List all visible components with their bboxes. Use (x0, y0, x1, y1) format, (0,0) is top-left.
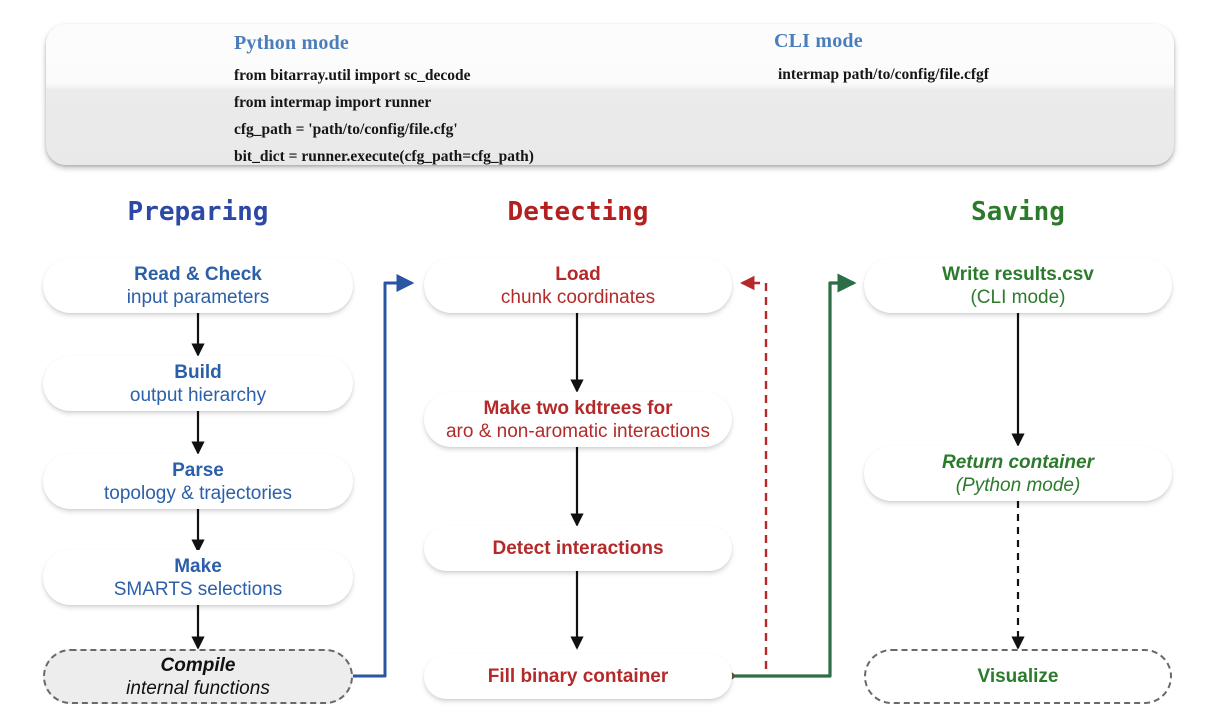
node-title: Detect interactions (492, 538, 664, 559)
node-subtitle: SMARTS selections (113, 578, 283, 600)
node-title: Parse (172, 459, 224, 481)
node-make-smarts[interactable]: Make SMARTS selections (43, 550, 353, 605)
node-load[interactable]: Load chunk coordinates (424, 258, 732, 313)
node-title: Build (174, 361, 222, 383)
python-code-line: bit_dict = runner.execute(cfg_path=cfg_p… (234, 148, 534, 165)
connector-fill-to-write (731, 273, 857, 678)
node-detect-interactions[interactable]: Detect interactions (424, 526, 732, 571)
node-title: Make two kdtrees for (483, 397, 673, 419)
node-subtitle: topology & trajectories (104, 482, 292, 504)
node-read-check[interactable]: Read & Check input parameters (43, 258, 353, 313)
node-make-kdtrees[interactable]: Make two kdtrees for aro & non-aromatic … (424, 392, 732, 447)
node-subtitle: (CLI mode) (970, 286, 1066, 308)
node-return-container[interactable]: Return container (Python mode) (864, 446, 1172, 501)
python-mode-block: Python mode from bitarray.util import sc… (190, 32, 534, 170)
node-title: Read & Check (134, 263, 262, 285)
python-mode-title: Python mode (234, 32, 349, 54)
node-subtitle: chunk coordinates (500, 286, 656, 308)
node-title: Write results.csv (942, 263, 1094, 285)
node-title: Make (174, 555, 222, 577)
stage-header-saving: Saving (971, 197, 1065, 227)
node-title: Fill binary container (487, 666, 669, 687)
node-subtitle: input parameters (126, 286, 270, 308)
python-code-line: cfg_path = 'path/to/config/file.cfg' (234, 121, 458, 138)
cli-mode-block: CLI mode intermap path/to/config/file.cf… (774, 30, 989, 88)
node-title: Load (555, 263, 601, 285)
node-title: Return container (941, 451, 1095, 473)
python-code-line: from intermap import runner (234, 94, 432, 111)
node-parse[interactable]: Parse topology & trajectories (43, 454, 353, 509)
python-code-lines: from bitarray.util import sc_decode from… (234, 62, 534, 170)
stage-header-preparing: Preparing (127, 197, 269, 227)
node-subtitle: output hierarchy (129, 384, 267, 406)
node-title: Compile (160, 654, 236, 676)
stage-header-detecting: Detecting (507, 197, 649, 227)
node-write-results-csv[interactable]: Write results.csv (CLI mode) (864, 258, 1172, 313)
node-visualize[interactable]: Visualize (864, 649, 1172, 704)
node-subtitle: (Python mode) (955, 474, 1081, 496)
node-title: Visualize (977, 666, 1059, 687)
cli-code-line: intermap path/to/config/file.cfgf (778, 66, 989, 83)
usage-panel: Python mode from bitarray.util import sc… (46, 24, 1174, 165)
node-subtitle: aro & non-aromatic interactions (445, 420, 710, 442)
cli-mode-title: CLI mode (774, 30, 863, 52)
node-subtitle: internal functions (126, 677, 270, 699)
python-code-line: from bitarray.util import sc_decode (234, 67, 471, 84)
node-compile[interactable]: Compile internal functions (43, 649, 353, 704)
connector-loop-back-to-load (727, 275, 768, 680)
connector-compile-to-load (352, 274, 415, 678)
node-fill-binary-container[interactable]: Fill binary container (424, 654, 732, 699)
node-build[interactable]: Build output hierarchy (43, 356, 353, 411)
cli-code-lines: intermap path/to/config/file.cfgf (778, 61, 989, 88)
